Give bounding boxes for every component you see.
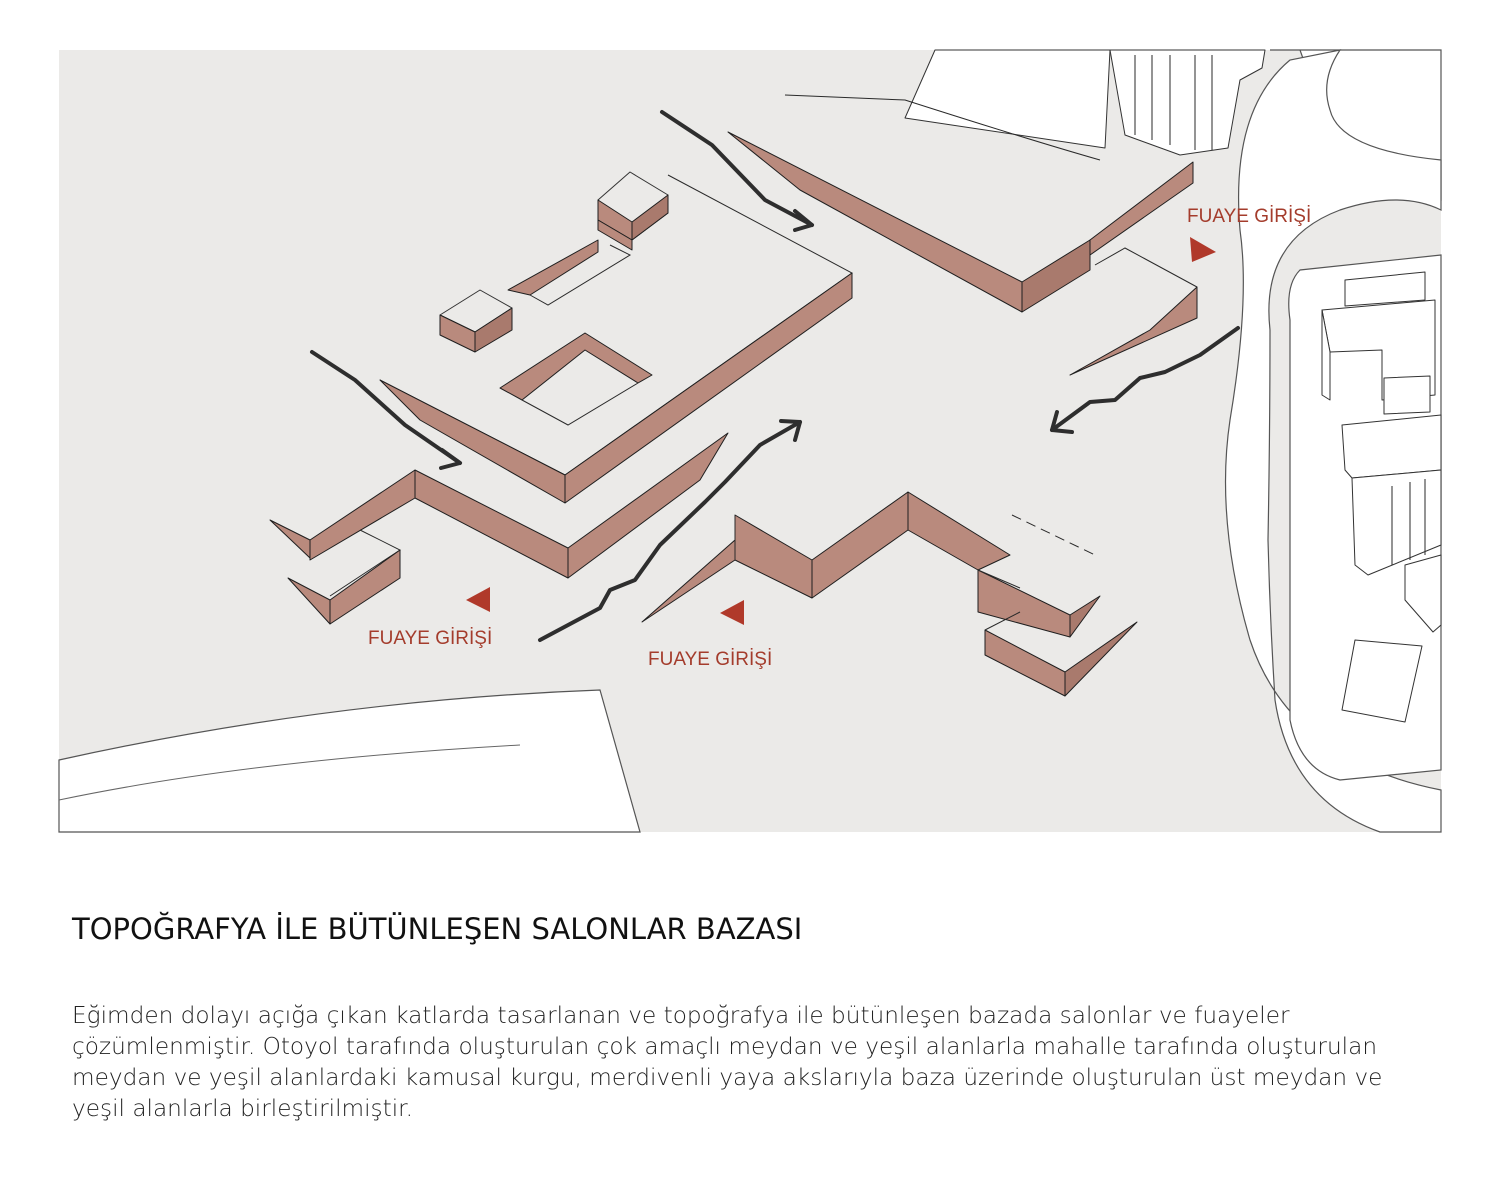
label-entrance-top-right: FUAYE GİRİŞİ xyxy=(1187,206,1311,227)
label-entrance-bottom-left: FUAYE GİRİŞİ xyxy=(368,628,492,649)
label-entrance-bottom-center: FUAYE GİRİŞİ xyxy=(648,649,772,670)
base-massing xyxy=(269,131,1198,697)
neighborhood-buildings xyxy=(1321,271,1442,723)
site-axonometric-diagram: FUAYE GİRİŞİ FUAYE GİRİŞİ FUAYE GİRİŞİ xyxy=(58,49,1442,833)
caption-body: Eğimden dolayı açığa çıkan katlarda tasa… xyxy=(72,1002,1383,1122)
circulation-arrows xyxy=(310,110,1240,642)
entrance-marker-top-right xyxy=(1190,237,1216,262)
entrance-marker-bottom-left xyxy=(466,587,490,612)
ground-plane xyxy=(59,50,1441,832)
top-buildings xyxy=(784,49,1266,161)
road-bottom-left xyxy=(58,689,641,833)
caption-title: TOPOĞRAFYA İLE BÜTÜNLEŞEN SALONLAR BAZAS… xyxy=(72,912,803,946)
entrance-marker-bottom-center xyxy=(720,600,744,625)
